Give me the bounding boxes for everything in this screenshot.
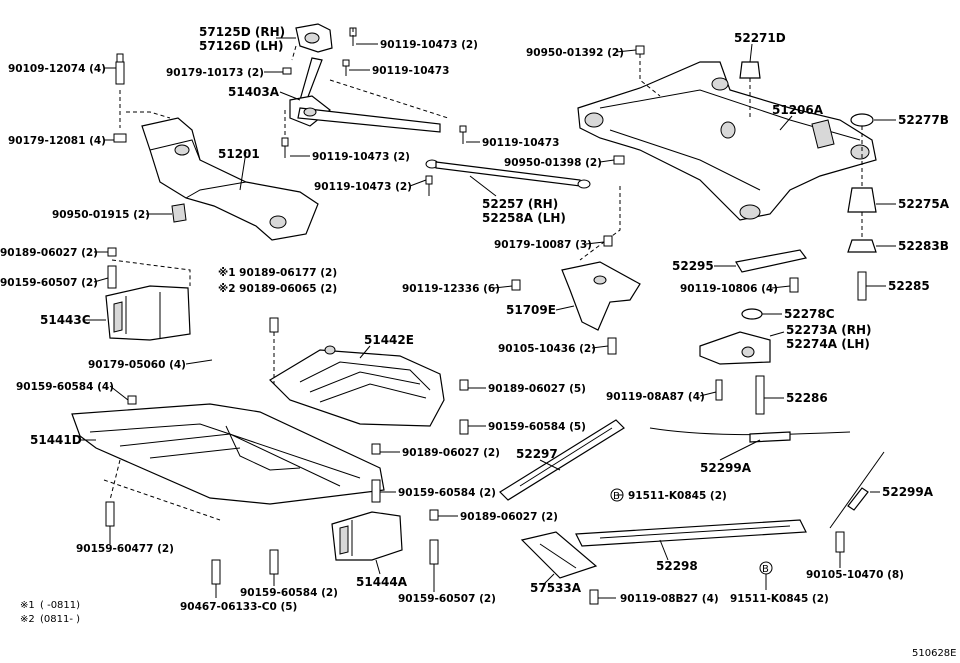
label-51441d: 51441D	[30, 433, 82, 447]
label-52273a: 52273A (RH)	[786, 323, 871, 337]
label-90950-01392: 90950-01392 (2)	[526, 47, 624, 59]
label-51709e: 51709E	[506, 303, 556, 317]
label-51206a: 51206A	[772, 103, 824, 117]
footnote-mark-1: ※1	[20, 600, 35, 611]
label-90119-10806: 90119-10806 (4)	[680, 283, 778, 295]
label-90950-01915: 90950-01915 (2)	[52, 209, 150, 221]
label-52271d: 52271D	[734, 31, 786, 45]
label-52278c: 52278C	[784, 307, 835, 321]
label-90159-60477: 90159-60477 (2)	[76, 543, 174, 555]
label-51442e: 51442E	[364, 333, 414, 347]
label-57533a: 57533A	[530, 581, 582, 595]
label-52299a-b: 52299A	[882, 485, 934, 499]
label-90159-60584b: 90159-60584 (5)	[488, 421, 586, 433]
cover-51442e	[269, 317, 469, 435]
label-90189-06027d: 90189-06027 (2)	[460, 511, 558, 523]
label-90159-60584c: 90159-60584 (2)	[398, 487, 496, 499]
subframe-51206a	[577, 54, 877, 261]
label-51444a: 51444A	[356, 575, 408, 589]
label-90179-05060: 90179-05060 (4)	[88, 359, 186, 371]
figure-code: 510628E	[912, 648, 957, 659]
label-90159-60507b: 90159-60507 (2)	[398, 593, 496, 605]
label-52285: 52285	[888, 279, 930, 293]
circle-marks: B B	[613, 491, 769, 575]
label-91511-k0845b: 91511-K0845 (2)	[730, 593, 829, 605]
label-51443c: 51443C	[40, 313, 91, 327]
label-90950-01398: 90950-01398 (2)	[504, 157, 602, 169]
bracket-51709e	[511, 235, 641, 355]
label-52283b: 52283B	[898, 239, 949, 253]
mount-52271d	[739, 61, 761, 118]
undercover-51441d	[71, 395, 385, 585]
label-52277b: 52277B	[898, 113, 949, 127]
label-90189-06027c: 90189-06027 (2)	[402, 447, 500, 459]
label-90159-60507a: 90159-60507 (2)	[0, 277, 98, 289]
label-51403a: 51403A	[228, 85, 280, 99]
label-90119-10473c: 90119-10473	[482, 137, 559, 149]
label-90105-10470: 90105-10470 (8)	[806, 569, 904, 581]
label-90159-60584a: 90159-60584 (4)	[16, 381, 114, 393]
label-90467-06133: 90467-06133-C0 (5)	[180, 601, 297, 613]
label-note1: ※1 90189-06177 (2)	[218, 267, 337, 279]
bolt-90119-10473-top	[281, 27, 467, 158]
circle-mark-b-2: B	[762, 564, 769, 575]
brace-bracket-57125d	[291, 23, 333, 61]
footnote-text-1: ( -0811)	[40, 600, 80, 611]
label-52257: 52257 (RH)	[482, 197, 558, 211]
label-52298: 52298	[656, 559, 698, 573]
label-52274a: 52274A (LH)	[786, 337, 870, 351]
stopper-52273a	[699, 308, 771, 415]
label-57125d: 57125D (RH)	[199, 25, 285, 39]
label-90119-08a87: 90119-08A87 (4)	[606, 391, 705, 403]
footnotes: ※1 ( -0811) ※2 (0811- )	[20, 600, 80, 625]
label-90179-10173: 90179-10173 (2)	[166, 67, 264, 79]
part-labels: 57125D (RH) 57126D (LH) 90119-10473 (2) …	[0, 25, 950, 613]
cover-51443c	[105, 247, 191, 341]
leader-lines	[80, 37, 896, 599]
label-52297: 52297	[516, 447, 558, 461]
label-90159-60584d: 90159-60584 (2)	[240, 587, 338, 599]
crossmember-51201	[119, 90, 319, 241]
label-90179-12081: 90179-12081 (4)	[8, 135, 106, 147]
label-90109-12074: 90109-12074 (4)	[8, 63, 106, 75]
label-90119-10473e: 90119-10473 (2)	[314, 181, 412, 193]
mount-parts-52277b-52275a-52283b	[847, 113, 877, 301]
brace-52297	[499, 419, 625, 502]
label-90189-06027b: 90189-06027 (5)	[488, 383, 586, 395]
label-51201: 51201	[218, 147, 260, 161]
bolt-90109-12074	[113, 53, 127, 143]
rod-52257	[425, 155, 625, 196]
label-90119-08b27: 90119-08B27 (4)	[620, 593, 719, 605]
label-57126d: 57126D (LH)	[199, 39, 284, 53]
label-52286: 52286	[786, 391, 828, 405]
cover-51444a	[331, 443, 439, 565]
bracket-52295	[735, 249, 808, 293]
label-90179-10087: 90179-10087 (3)	[494, 239, 592, 251]
label-90189-06027a: 90189-06027 (2)	[0, 247, 98, 259]
label-90119-10473b: 90119-10473	[372, 65, 449, 77]
label-52258a: 52258A (LH)	[482, 211, 566, 225]
label-90119-10473d: 90119-10473 (2)	[312, 151, 410, 163]
circle-mark-b-1: B	[613, 491, 620, 502]
label-52299a-a: 52299A	[700, 461, 752, 475]
label-52275a: 52275A	[898, 197, 950, 211]
footnote-mark-2: ※2	[20, 614, 35, 625]
arm-51403a	[289, 57, 449, 133]
label-90105-10436: 90105-10436 (2)	[498, 343, 596, 355]
cable-52299a	[649, 427, 885, 553]
bolt-90950-01392	[635, 45, 645, 55]
label-note2: ※2 90189-06065 (2)	[218, 283, 337, 295]
footnote-text-2: (0811- )	[40, 614, 80, 625]
plate-57533a	[520, 531, 599, 605]
label-91511-k0845a: 91511-K0845 (2)	[628, 490, 727, 502]
label-52295: 52295	[672, 259, 714, 273]
label-90119-10473-2a: 90119-10473 (2)	[380, 39, 478, 51]
label-90119-12336: 90119-12336 (6)	[402, 283, 500, 295]
